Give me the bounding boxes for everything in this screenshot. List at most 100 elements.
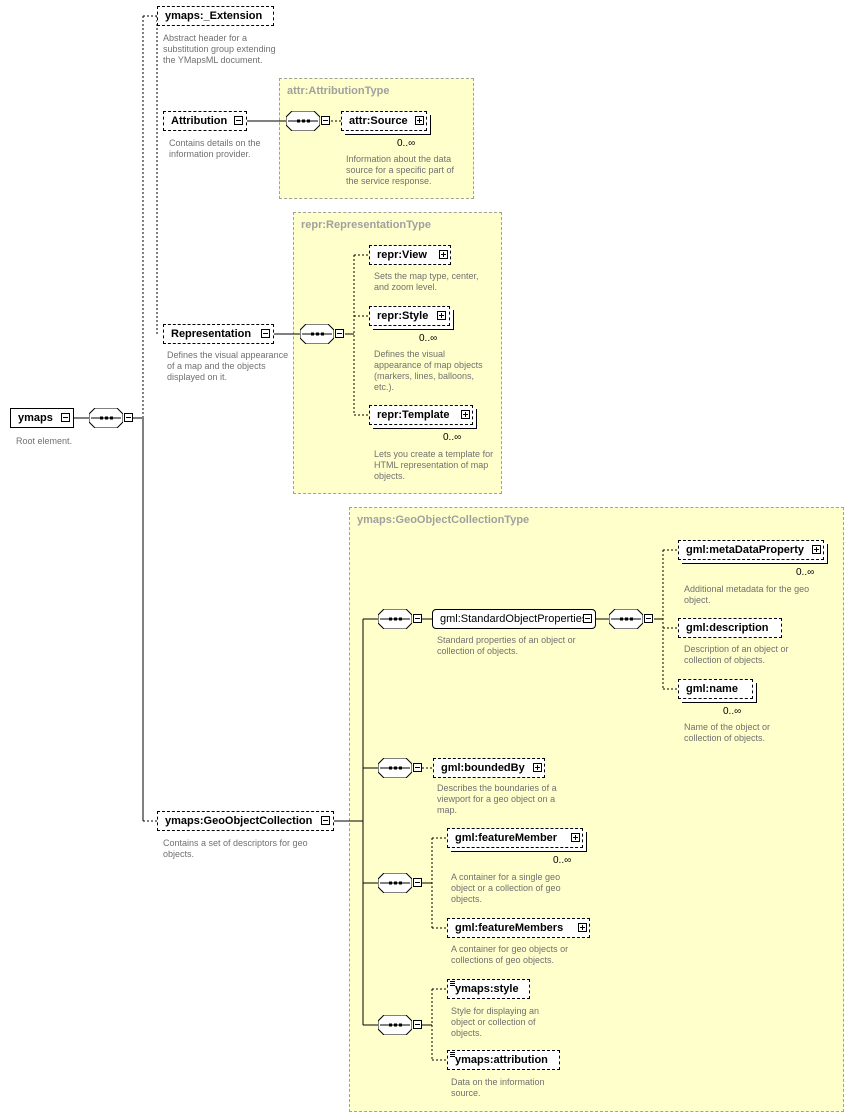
sequence-icon	[378, 758, 412, 778]
element-gml-metadata-property-label: gml:metaDataProperty	[686, 544, 804, 556]
occurs-repr-template: 0..∞	[443, 432, 462, 443]
desc-attr-source: Information about the data source for a …	[346, 154, 455, 186]
desc-geo-object-collection: Contains a set of descriptors for geo ob…	[163, 838, 308, 859]
expand-icon[interactable]	[437, 311, 446, 320]
collapse-icon[interactable]	[321, 816, 330, 825]
desc-gml-feature-member: A container for a single geo object or a…	[451, 872, 561, 904]
sequence-compositor[interactable]	[378, 873, 422, 893]
type-box-attribution: attr:AttributionType	[279, 78, 474, 199]
expand-icon[interactable]	[415, 116, 424, 125]
desc-gml-metadata-property: Additional metadata for the geo object.	[684, 584, 810, 605]
element-gml-name[interactable]: gml:name	[678, 679, 753, 699]
group-gml-standard-object-properties-label: gml:StandardObjectProperties	[440, 613, 588, 625]
occurs-gml-metadata-property: 0..∞	[796, 567, 815, 578]
desc-repr-template: Lets you create a template for HTML repr…	[374, 449, 494, 481]
attributes-icon	[450, 1052, 455, 1057]
collapse-icon[interactable]	[234, 116, 243, 125]
desc-ymaps-style: Style for displaying an object or collec…	[451, 1006, 540, 1038]
occurs-gml-name: 0..∞	[723, 706, 742, 717]
element-attribution[interactable]: Attribution	[163, 111, 247, 131]
desc-ymaps: Root element.	[16, 436, 73, 446]
sequence-compositor[interactable]	[378, 1015, 422, 1035]
sequence-icon	[89, 408, 123, 428]
type-box-representation: repr:RepresentationType	[293, 212, 502, 494]
attributes-icon	[450, 981, 455, 986]
type-title-attribution: attr:AttributionType	[287, 85, 390, 97]
element-gml-feature-member-label: gml:featureMember	[455, 832, 558, 844]
element-gml-feature-members-label: gml:featureMembers	[455, 922, 564, 934]
element-repr-style-label: repr:Style	[377, 310, 429, 322]
sequence-compositor[interactable]	[286, 111, 330, 131]
desc-repr-view: Sets the map type, center, and zoom leve…	[374, 271, 479, 292]
element-gml-metadata-property[interactable]: gml:metaDataProperty	[678, 540, 824, 560]
sequence-compositor[interactable]	[89, 408, 133, 428]
element-repr-template[interactable]: repr:Template	[369, 405, 473, 425]
collapse-icon[interactable]	[413, 878, 422, 887]
desc-gml-description: Description of an object or collection o…	[684, 644, 789, 665]
element-attr-source-label: attr:Source	[349, 115, 408, 127]
sequence-icon	[286, 111, 320, 131]
element-gml-feature-members[interactable]: gml:featureMembers	[447, 918, 590, 938]
desc-gml-bounded-by: Describes the boundaries of a viewport f…	[437, 783, 557, 815]
sequence-compositor[interactable]	[300, 324, 344, 344]
sequence-compositor[interactable]	[609, 609, 653, 629]
collapse-icon[interactable]	[413, 1020, 422, 1029]
element-ymaps-style-label: ymaps:style	[455, 983, 519, 995]
expand-icon[interactable]	[578, 923, 587, 932]
expand-icon[interactable]	[439, 250, 448, 259]
sequence-icon	[378, 1015, 412, 1035]
element-gml-name-label: gml:name	[686, 683, 738, 695]
element-repr-style[interactable]: repr:Style	[369, 306, 450, 326]
group-gml-standard-object-properties[interactable]: gml:StandardObjectProperties	[432, 609, 596, 629]
collapse-icon[interactable]	[413, 614, 422, 623]
collapse-icon[interactable]	[413, 763, 422, 772]
element-gml-feature-member[interactable]: gml:featureMember	[447, 828, 583, 848]
desc-gml-standard-object-properties: Standard properties of an object or coll…	[437, 635, 576, 656]
element-representation-label: Representation	[171, 328, 252, 340]
collapse-icon[interactable]	[644, 614, 653, 623]
collapse-icon[interactable]	[61, 413, 70, 422]
element-geo-object-collection[interactable]: ymaps:GeoObjectCollection	[157, 811, 334, 831]
collapse-icon[interactable]	[335, 329, 344, 338]
desc-gml-name: Name of the object or collection of obje…	[684, 722, 771, 743]
element-ymaps-label: ymaps	[18, 412, 53, 424]
element-representation[interactable]: Representation	[163, 324, 274, 344]
element-attribution-label: Attribution	[171, 115, 228, 127]
sequence-icon	[378, 873, 412, 893]
collapse-icon[interactable]	[124, 413, 133, 422]
element-ymaps-attribution[interactable]: ymaps:attribution	[447, 1050, 560, 1070]
element-gml-bounded-by[interactable]: gml:boundedBy	[433, 758, 545, 778]
collapse-icon[interactable]	[261, 329, 270, 338]
element-ymaps-style[interactable]: ymaps:style	[447, 979, 530, 999]
desc-attribution: Contains details on the information prov…	[169, 138, 261, 159]
element-repr-template-label: repr:Template	[377, 409, 450, 421]
type-title-representation: repr:RepresentationType	[301, 219, 431, 231]
desc-gml-feature-members: A container for geo objects or collectio…	[451, 944, 569, 965]
element-repr-view[interactable]: repr:View	[369, 245, 451, 265]
expand-icon[interactable]	[461, 410, 470, 419]
element-extension-label: ymaps:_Extension	[165, 10, 263, 22]
type-box-geo-collection: ymaps:GeoObjectCollectionType	[349, 507, 844, 1112]
element-extension[interactable]: ymaps:_Extension	[157, 6, 274, 26]
element-gml-bounded-by-label: gml:boundedBy	[441, 762, 525, 774]
sequence-icon	[300, 324, 334, 344]
desc-extension: Abstract header for a substitution group…	[163, 33, 276, 65]
element-repr-view-label: repr:View	[377, 249, 427, 261]
element-attr-source[interactable]: attr:Source	[341, 111, 427, 131]
element-ymaps[interactable]: ymaps	[10, 408, 74, 428]
occurs-gml-feature-member: 0..∞	[553, 855, 572, 866]
expand-icon[interactable]	[533, 763, 542, 772]
expand-icon[interactable]	[571, 833, 580, 842]
collapse-icon[interactable]	[321, 116, 330, 125]
sequence-compositor[interactable]	[378, 758, 422, 778]
collapse-icon[interactable]	[583, 614, 592, 623]
sequence-icon	[378, 609, 412, 629]
expand-icon[interactable]	[812, 545, 821, 554]
desc-ymaps-attribution: Data on the information source.	[451, 1077, 545, 1098]
element-gml-description-label: gml:description	[686, 622, 769, 634]
desc-representation: Defines the visual appearance of a map a…	[167, 350, 289, 382]
sequence-compositor[interactable]	[378, 609, 422, 629]
element-gml-description[interactable]: gml:description	[678, 618, 782, 638]
